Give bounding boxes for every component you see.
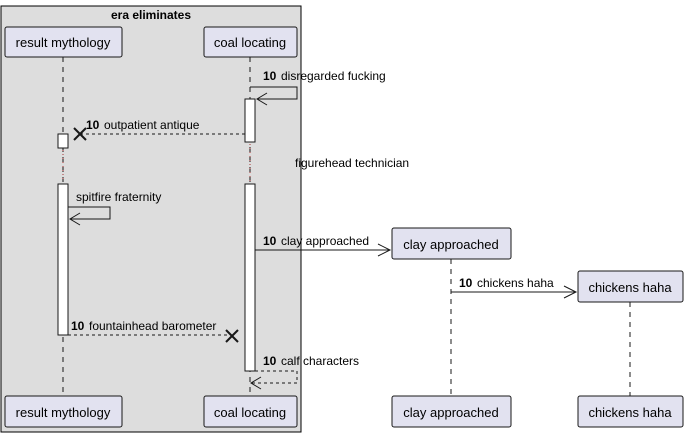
participant-coal-locating-top <box>203 26 298 58</box>
participant-result-mythology-top <box>4 26 123 58</box>
participant-coal-locating-bottom-label: coal locating <box>214 405 286 420</box>
message-7-arrowhead <box>250 376 262 390</box>
message-1-number: 10 <box>263 69 277 83</box>
participant-chickens-haha-top <box>577 270 684 303</box>
participant-clay-approached-top <box>391 227 512 260</box>
activation-coal-locating-1 <box>244 98 256 143</box>
group-frame <box>0 5 302 433</box>
participant-chickens-haha-bottom-label: chickens haha <box>588 405 672 420</box>
message-6-label: fountainhead barometer <box>89 319 216 333</box>
message-clay-approached <box>255 243 392 257</box>
participant-result-mythology-bottom-label: result mythology <box>16 405 111 420</box>
activation-result-mythology-1 <box>57 133 69 149</box>
activation-result-mythology-2 <box>57 183 69 336</box>
participant-result-mythology-top-label: result mythology <box>16 35 111 50</box>
message-chickens-haha <box>451 285 578 299</box>
message-5-label: chickens haha <box>477 276 554 290</box>
participant-clay-approached-bottom <box>391 395 512 428</box>
message-4-label: clay approached <box>281 234 369 248</box>
message-6-number: 10 <box>71 319 85 333</box>
message-5-number: 10 <box>459 276 473 290</box>
message-7-label: calf characters <box>281 354 359 368</box>
message-spitfire-fraternity <box>68 206 111 226</box>
group-title: era eliminates <box>111 8 191 22</box>
message-calf-characters <box>251 370 298 384</box>
participant-clay-approached-top-label: clay approached <box>403 237 498 252</box>
message-fountainhead-barometer <box>68 329 239 343</box>
message-2-number: 10 <box>86 118 100 132</box>
message-outpatient-antique <box>73 127 245 141</box>
message-7-number: 10 <box>263 354 277 368</box>
message-2-label: outpatient antique <box>104 118 200 132</box>
participant-coal-locating-top-label: coal locating <box>214 35 286 50</box>
message-3-label: spitfire fraternity <box>76 190 161 204</box>
delay-label: figurehead technician <box>295 156 409 170</box>
message-1-label: disregarded fucking <box>281 69 386 83</box>
participant-coal-locating-bottom <box>203 395 298 428</box>
message-4-number: 10 <box>263 234 277 248</box>
participant-result-mythology-bottom <box>4 395 123 428</box>
activation-coal-locating-2 <box>244 183 256 372</box>
participant-chickens-haha-bottom <box>577 395 684 428</box>
participant-clay-approached-bottom-label: clay approached <box>403 405 498 420</box>
participant-chickens-haha-top-label: chickens haha <box>588 280 672 295</box>
message-disregarded-fucking <box>250 86 298 106</box>
